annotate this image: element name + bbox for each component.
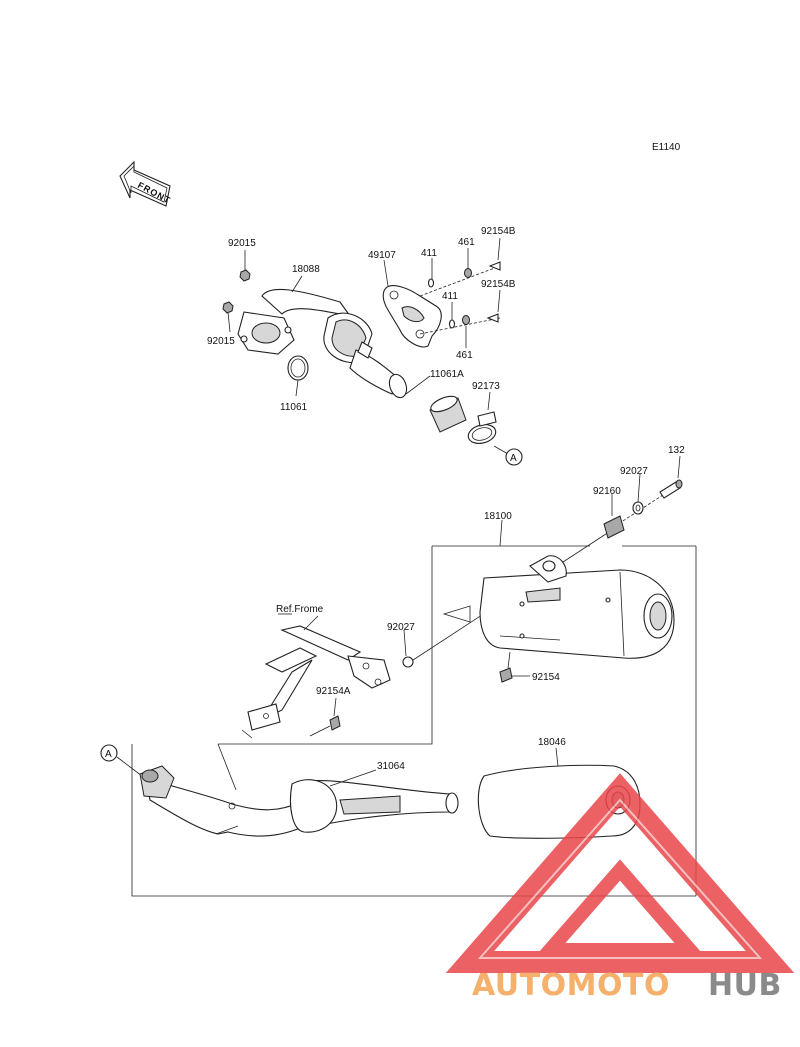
clamp-92173 [467,411,497,444]
label-461-bottom: 461 [456,350,473,361]
nut-92015-left [222,301,234,314]
ref-frame-label: Ref.Frome [276,604,324,615]
connector-a-bottom [100,744,118,762]
label-49107: 49107 [368,250,396,261]
watermark-text-part2: HUB [708,968,782,1003]
bolt-92154 [499,651,530,683]
header-pipe-18088 [237,288,408,399]
connector-a-bottom-letter: A [105,749,112,760]
label-18088: 18088 [292,264,320,275]
label-92154: 92154 [532,672,560,683]
part-labels: 92015 18088 49107 411 461 92154B 92154B … [207,226,685,772]
connecting-pipe-31064 [139,765,459,837]
muffler-18100 [442,555,675,659]
heat-guard-49107 [382,285,442,348]
label-92154B-bottom: 92154B [481,279,516,290]
label-92154A: 92154A [316,686,351,697]
group-box-lower [131,744,696,897]
nut-92015-top [239,269,251,282]
group-box-18100-left [218,546,433,745]
label-31064: 31064 [377,761,405,772]
watermark-text-part1: AUTOMOTO [472,968,670,1003]
label-11061: 11061 [280,402,308,413]
label-411-top: 411 [421,248,437,259]
label-92015-left: 92015 [207,336,235,347]
label-132: 132 [668,445,685,456]
diagram-code: E1140 [652,142,681,153]
frame-bracket [241,613,391,739]
leaders-top [227,237,501,411]
label-92154B-top: 92154B [481,226,516,237]
connector-a-top-letter: A [510,453,517,464]
label-461-top: 461 [458,237,475,248]
label-18046: 18046 [538,737,566,748]
watermark-logo [445,773,795,973]
sleeve-11061A [429,395,467,433]
connector-a-top [505,448,523,466]
label-92015-top: 92015 [228,238,256,249]
label-92027-top: 92027 [620,466,648,477]
label-18100: 18100 [484,511,512,522]
bolt-92154A [309,697,341,737]
label-411-bottom: 411 [442,291,458,302]
label-92160: 92160 [593,486,621,497]
label-11061A: 11061A [430,369,464,380]
label-92027-mid: 92027 [387,622,415,633]
front-arrow-icon: FRONT [119,160,173,207]
label-92173: 92173 [472,381,500,392]
